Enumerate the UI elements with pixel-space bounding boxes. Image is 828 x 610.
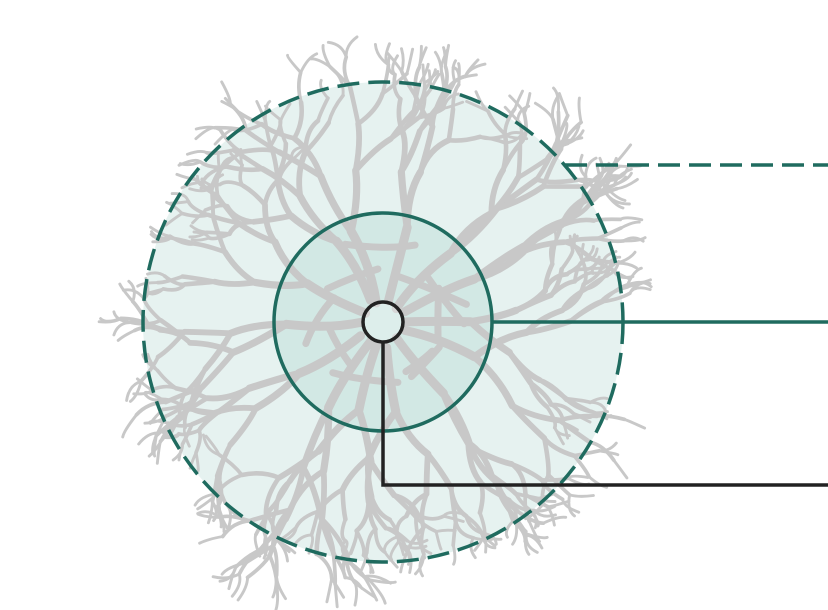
branch-segment-536 [407,49,413,73]
branch-segment-582 [446,45,449,67]
branch-segment-399 [120,284,133,302]
branch-segment-82 [624,419,644,428]
branch-segment-556 [423,65,425,83]
branch-segment-530 [346,37,357,57]
branch-segment-389 [184,332,230,334]
branch-segment-697 [620,218,642,220]
branch-segment-529 [328,42,346,57]
branch-segment-604 [559,94,567,116]
branch-segment-618 [579,98,581,122]
branch-segment-299 [213,574,239,578]
branch-segment-370 [118,330,135,340]
branch-segment-575 [402,49,404,72]
branch-segment-293 [276,585,278,610]
branch-segment-130 [568,476,588,478]
branch-segment-110 [480,482,483,513]
branch-segment-521 [301,54,317,73]
branch-segment-461 [207,232,230,234]
branch-segment-634 [524,94,530,114]
branch-segment-520 [287,55,300,72]
branch-segment-96 [569,495,575,516]
branch-segment-109 [513,524,517,544]
branch-segment-696 [594,219,621,220]
branch-segment-165 [453,545,455,564]
branch-segment-578 [419,46,421,67]
branch-segment-95 [570,495,594,496]
core-circle [363,302,403,342]
branch-segment-664 [621,222,640,228]
branch-segment-215 [368,462,371,502]
branch-segment-397 [101,318,121,321]
branch-segment-490 [187,151,207,154]
branch-segment-164 [453,521,455,545]
branch-segment-262 [332,579,344,598]
branch-segment-636 [518,145,520,178]
branch-segment-273 [200,537,223,544]
branch-segment-261 [317,554,332,579]
branch-segment-615 [535,103,553,119]
branch-segment-657 [586,158,597,176]
branch-segment-300 [236,550,260,567]
branch-segment-568 [453,61,456,81]
branch-segment-590 [459,64,460,85]
branch-segment-206 [436,530,455,531]
branch-segment-702 [345,244,415,247]
branch-segment-407 [185,282,215,285]
branch-segment-166 [427,454,428,494]
branch-segment-289 [355,583,357,606]
branch-segment-671 [617,263,636,268]
branch-segment-85 [614,460,627,478]
branch-segment-355 [286,323,360,327]
branch-segment-190 [343,490,346,520]
branch-segment-263 [327,579,332,602]
branch-segment-403 [215,282,255,284]
branch-segment-665 [598,239,624,242]
branch-segment-366 [123,415,137,437]
